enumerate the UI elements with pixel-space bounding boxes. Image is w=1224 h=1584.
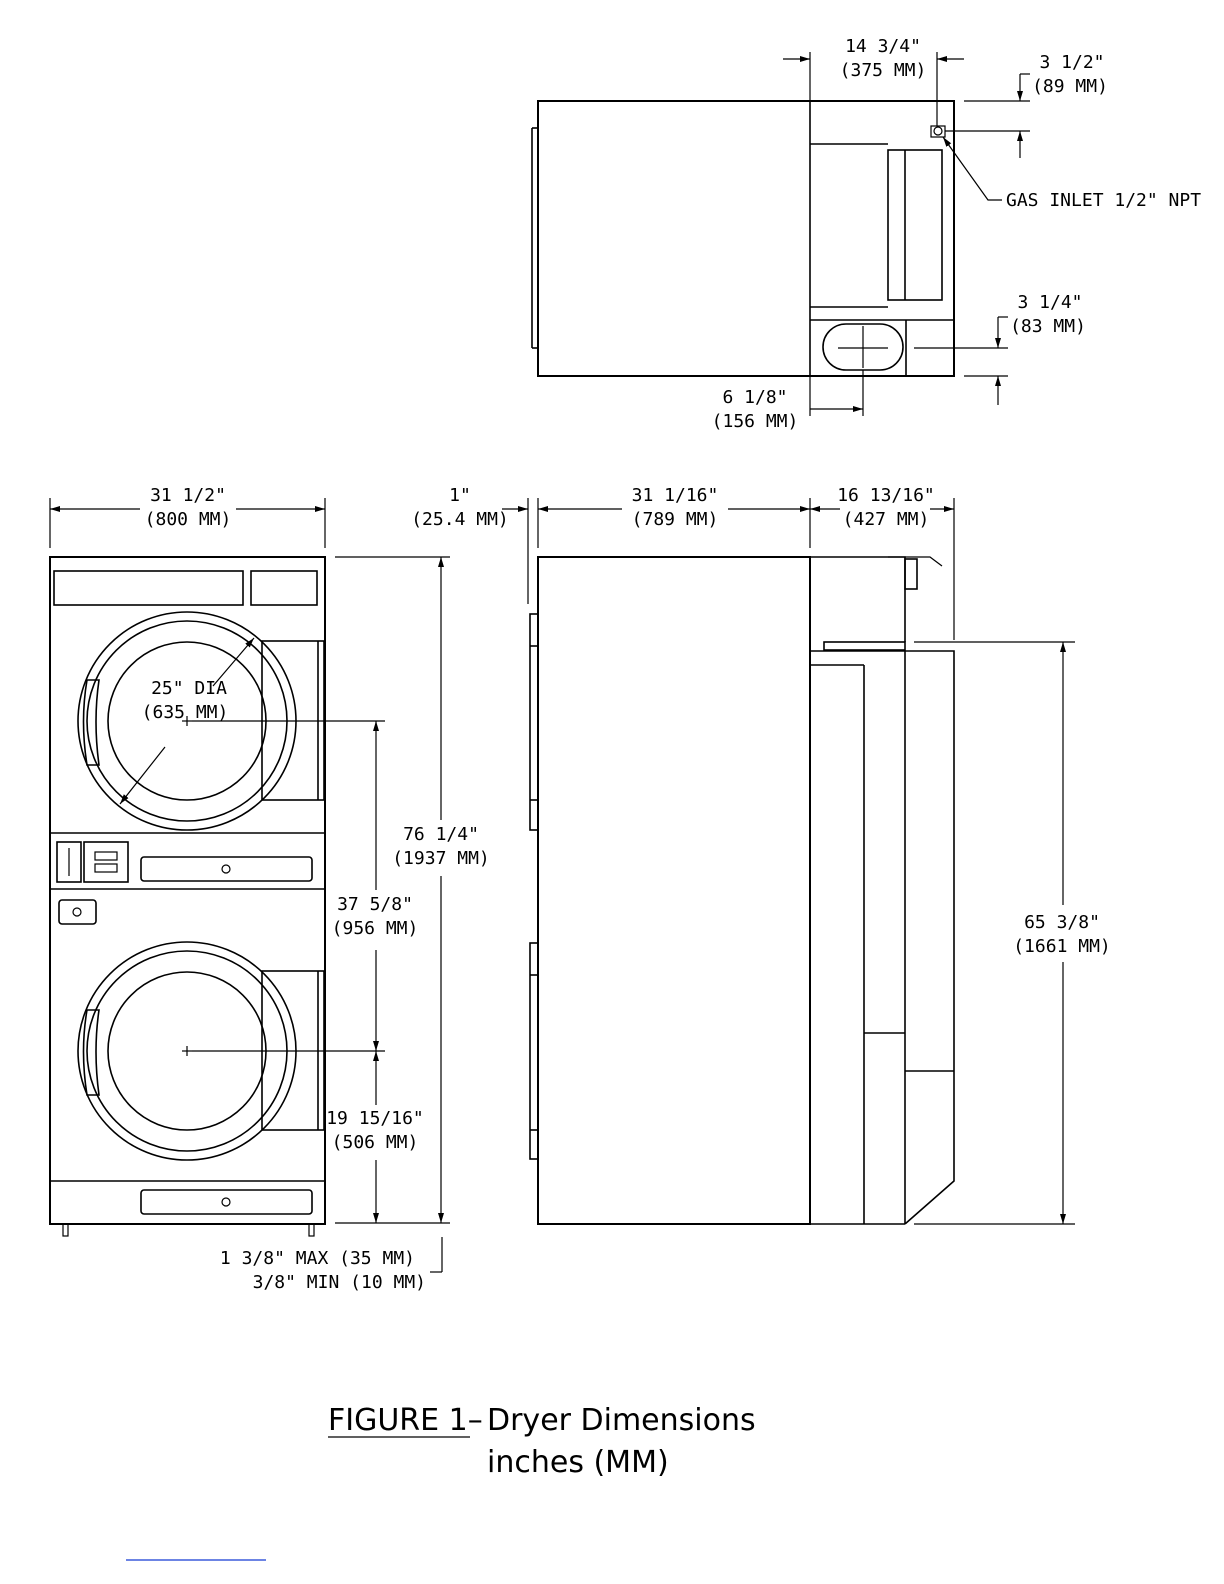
upper-center-dim: 37 5/8" (337, 894, 413, 915)
selector-buttons (83, 841, 129, 883)
door-gap-dim: 1" (449, 485, 471, 506)
gas-depth-dim: 14 3/4" (845, 36, 921, 57)
leveling-min-dim: 3/8" MIN (10 MM) (253, 1272, 426, 1293)
exhaust-height-dim-mm: (1661 MM) (1013, 936, 1111, 957)
exhaust-side-dim: 6 1/8" (722, 387, 787, 408)
figure-title: Dryer Dimensions (487, 1403, 756, 1438)
height-dim: 76 1/4" (403, 824, 479, 845)
side-view: 1" (25.4 MM) 31 1/16" (789 MM) 16 13/16"… (411, 485, 1111, 1225)
rear-depth-dim: 16 13/16" (837, 485, 935, 506)
exhaust-side-dim-mm: (156 MM) (712, 411, 799, 432)
door-diameter-dim-mm: (635 MM) (142, 702, 229, 723)
exhaust-offset-dim-mm: (83 MM) (1010, 316, 1086, 337)
cabinet-depth-dim-mm: (789 MM) (632, 509, 719, 530)
gas-inlet-callout: GAS INLET 1/2" NPT (1006, 190, 1201, 211)
burner-box (887, 149, 943, 301)
leveling-max-dim: 1 3/8" MAX (35 MM) (220, 1248, 415, 1269)
lower-center-dim: 19 15/16" (326, 1108, 424, 1129)
gas-offset-dim-mm: (89 MM) (1032, 76, 1108, 97)
gas-depth-dim-mm: (375 MM) (840, 60, 927, 81)
lower-coin-box (58, 899, 97, 925)
rear-depth-dim-mm: (427 MM) (843, 509, 930, 530)
door-diameter-dim: 25" DIA (151, 678, 227, 699)
door-gap-dim-mm: (25.4 MM) (411, 509, 509, 530)
top-view: 14 3/4" (375 MM) 3 1/2" (89 MM) GAS INLE… (531, 36, 1201, 432)
top-view-outline (537, 100, 955, 377)
bottom-lint-drawer (140, 1189, 313, 1215)
side-view-outline (537, 556, 811, 1225)
upper-center-dim-mm: (956 MM) (332, 918, 419, 939)
gas-offset-dim: 3 1/2" (1039, 52, 1104, 73)
coin-slot (56, 841, 82, 883)
middle-lint-drawer (140, 856, 313, 882)
figure-label: FIGURE 1– (328, 1403, 483, 1438)
cabinet-depth-dim: 31 1/16" (632, 485, 719, 506)
lower-center-dim-mm: (506 MM) (332, 1132, 419, 1153)
figure-caption: FIGURE 1– Dryer Dimensions inches (MM) (328, 1403, 756, 1480)
width-dim-mm: (800 MM) (145, 509, 232, 530)
front-view-outline (49, 556, 326, 1225)
front-view: 31 1/2" (800 MM) 25" DIA (635 MM) 37 5/8… (49, 485, 490, 1293)
figure-units: inches (MM) (487, 1445, 669, 1480)
width-dim: 31 1/2" (150, 485, 226, 506)
exhaust-offset-dim: 3 1/4" (1017, 292, 1082, 313)
exhaust-height-dim: 65 3/8" (1024, 912, 1100, 933)
height-dim-mm: (1937 MM) (392, 848, 490, 869)
gas-inlet-fitting (930, 125, 946, 138)
upper-control-panel (53, 570, 244, 606)
